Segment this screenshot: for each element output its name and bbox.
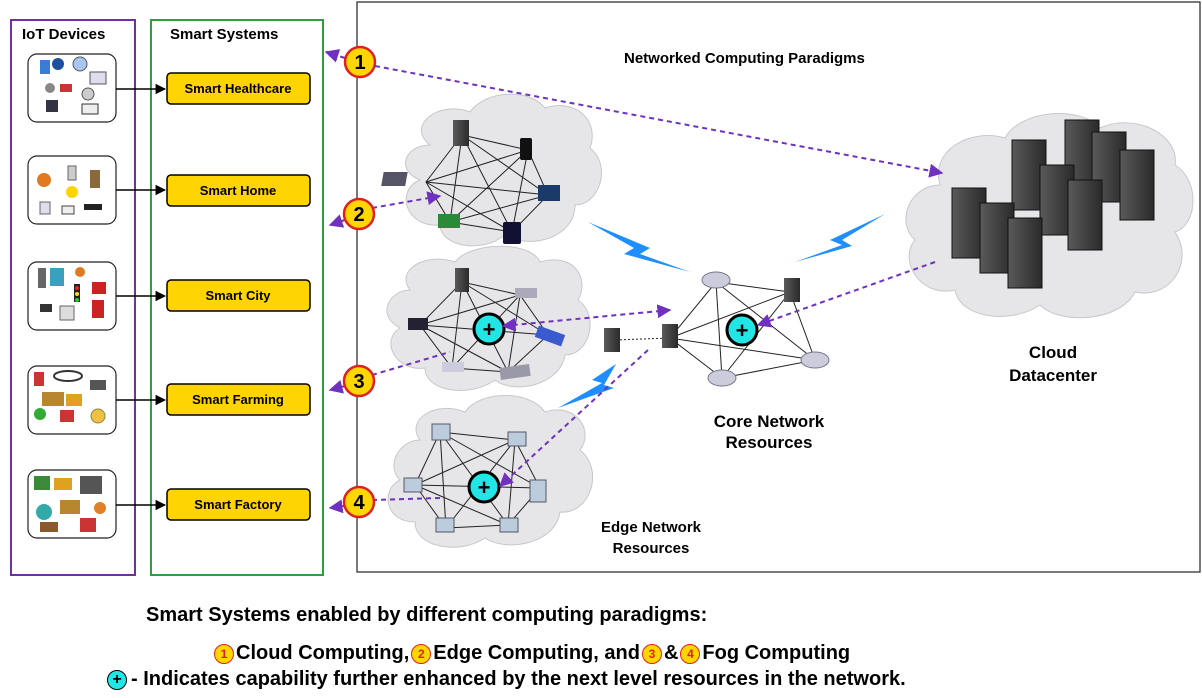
paradigm-badge-3: 3 (342, 364, 376, 398)
device-group-farming (27, 365, 117, 435)
farming-devices-icon (34, 370, 106, 424)
datacenter-racks (951, 119, 1155, 289)
caption-plus-explanation: - Indicates capability further enhanced … (131, 668, 906, 690)
svg-text:+: + (478, 475, 491, 500)
board-icon (538, 185, 560, 201)
system-box-healthcare: Smart Healthcare (166, 72, 311, 105)
desktop-icon (403, 477, 423, 493)
plus-icon: + (467, 470, 501, 504)
system-box-factory: Smart Factory (166, 488, 311, 521)
svg-text:+: + (483, 317, 496, 342)
device-group-healthcare (27, 53, 117, 123)
system-box-farming: Smart Farming (166, 383, 311, 416)
desktop-icon (431, 423, 451, 441)
svg-text:4: 4 (353, 492, 365, 514)
device-icon (442, 362, 464, 372)
lightning-icon (558, 214, 885, 408)
router-icon (707, 369, 737, 387)
router-icon (515, 288, 537, 298)
router-icon (701, 271, 731, 289)
device-group-city (27, 261, 117, 331)
home-devices-icon (37, 165, 102, 215)
plus-icon: + (472, 312, 506, 346)
server-rack-icon (784, 278, 800, 302)
caption-badge-3: 3 (641, 643, 662, 664)
core-label-line2: Resources (726, 433, 813, 452)
caption-line-2: 1 Cloud Computing, 2 Edge Computing, and… (212, 642, 1202, 665)
factory-devices-icon (34, 476, 106, 532)
caption-badge-1: 1 (214, 643, 234, 664)
system-box-home: Smart Home (166, 174, 311, 207)
board-icon (438, 214, 460, 228)
desktop-icon (529, 479, 547, 503)
caption-badge-4: 4 (680, 643, 701, 664)
router-icon (408, 318, 428, 330)
cloud-label-line1: Cloud (1029, 343, 1077, 362)
caption-plus-icon: + (107, 669, 127, 690)
caption-line-3: + - Indicates capability further enhance… (107, 668, 1202, 691)
iot-title: IoT Devices (22, 26, 105, 43)
caption-edge-computing: Edge Computing, and (433, 642, 640, 664)
city-devices-icon (38, 267, 106, 321)
medical-devices-icon (40, 56, 107, 115)
server-rack-icon (604, 328, 620, 352)
desktop-icon (435, 517, 455, 533)
laptop-icon (381, 172, 408, 186)
caption-ampersand: & (663, 642, 679, 664)
paradigms-title: Networked Computing Paradigms (624, 50, 865, 67)
caption-badge-2: 2 (411, 643, 432, 664)
device-icon (499, 363, 531, 381)
desktop-icon (507, 431, 527, 447)
plus-icon: + (725, 313, 759, 347)
paradigm-links (324, 49, 944, 514)
systems-title: Smart Systems (170, 26, 278, 43)
phone-icon (520, 138, 532, 160)
svg-text:3: 3 (353, 371, 364, 393)
paradigm-badge-4: 4 (342, 485, 376, 519)
svg-text:1: 1 (354, 52, 365, 74)
paradigm-badge-1: 1 (343, 45, 377, 79)
system-label-city: Smart City (205, 288, 271, 303)
system-label-home: Smart Home (200, 183, 277, 198)
paradigm-badge-2: 2 (342, 197, 376, 231)
svg-text:2: 2 (353, 204, 364, 226)
server-rack-icon (453, 120, 469, 146)
server-rack-icon (455, 268, 469, 292)
edge-label-line2: Resources (613, 540, 690, 557)
router-icon (800, 351, 830, 369)
system-label-farming: Smart Farming (192, 392, 284, 407)
device-group-factory (27, 469, 117, 539)
tablet-icon (503, 222, 521, 244)
edge-label-line1: Edge Network (601, 519, 702, 536)
device-group-home (27, 155, 117, 225)
caption-line-1: Smart Systems enabled by different compu… (146, 604, 708, 626)
system-label-factory: Smart Factory (194, 497, 282, 512)
svg-text:+: + (736, 318, 749, 343)
system-box-city: Smart City (166, 279, 311, 312)
desktop-icon (499, 517, 519, 533)
core-label-line1: Core Network (714, 412, 825, 431)
cloud-label-line2: Datacenter (1009, 366, 1097, 385)
caption-cloud-computing: Cloud Computing, (236, 642, 410, 664)
server-rack-icon (662, 324, 678, 348)
caption-fog-computing: Fog Computing (702, 642, 851, 664)
system-label-healthcare: Smart Healthcare (185, 81, 292, 96)
